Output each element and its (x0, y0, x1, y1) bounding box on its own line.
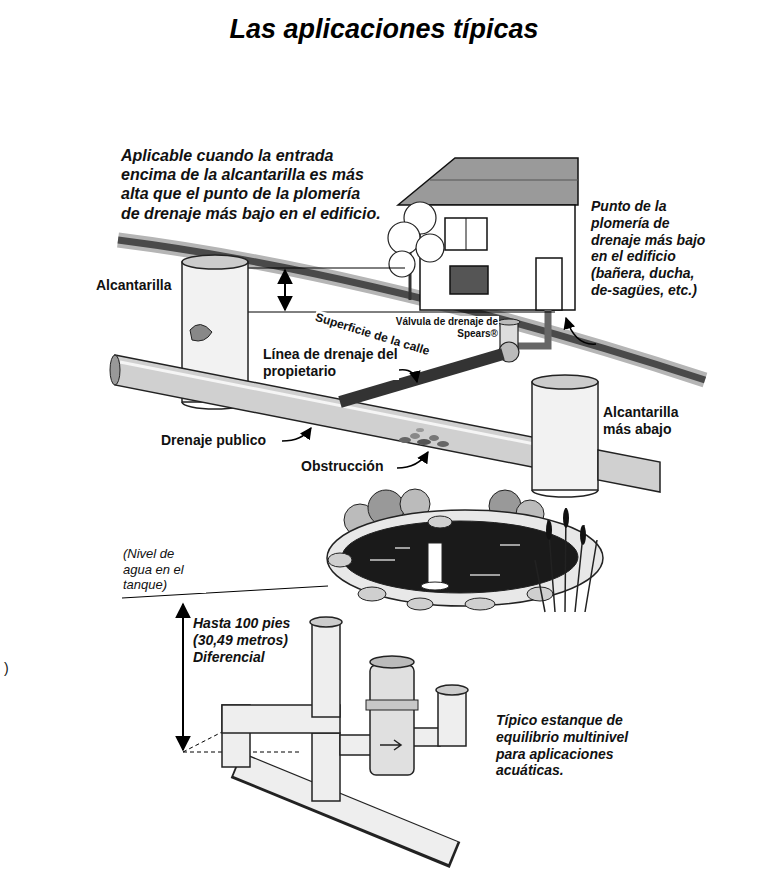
obstruction-debris (399, 437, 411, 443)
rock (358, 587, 386, 601)
waterfall-splash (421, 582, 449, 590)
leader-arrow (566, 318, 596, 344)
manhole-opening (190, 324, 212, 341)
valve-union (366, 700, 418, 710)
cattail-head (546, 520, 552, 540)
rock (407, 598, 433, 610)
page-title: Las aplicaciones típicas (0, 14, 768, 45)
waterfall (428, 543, 442, 583)
house-window (450, 266, 488, 294)
obstruction-debris (429, 435, 439, 441)
standpipe-cap (436, 685, 468, 695)
water-reflection (370, 545, 520, 575)
standpipe (438, 690, 466, 746)
level-line (240, 312, 555, 313)
part-label: Obstrucción (300, 458, 384, 475)
part-label: Alcantarilla (95, 277, 172, 294)
balance-valve (370, 665, 414, 775)
valve-grate (370, 656, 414, 668)
height-arrow (182, 604, 184, 750)
part-label: Drenaje publico (160, 432, 267, 449)
fragment-text: ) (3, 660, 10, 677)
supply-pipe (238, 765, 453, 853)
pond-rim (327, 510, 603, 606)
house-drain-pipe (518, 310, 548, 346)
dimension-label: Hasta 100 pies (30,49 metros) Diferencia… (192, 615, 306, 665)
obstruction-debris (416, 428, 424, 432)
window-frame (466, 218, 467, 250)
tree-foliage (389, 251, 415, 277)
height-arrow (284, 270, 286, 310)
standpipe (312, 622, 340, 717)
pipe (340, 735, 372, 755)
valve-cap (498, 319, 520, 325)
rock (328, 553, 352, 567)
rock (428, 516, 452, 528)
house-roof (398, 158, 578, 205)
manhole-cover (182, 255, 248, 269)
level-line (240, 268, 405, 269)
part-label: Alcantarilla más abajo (602, 404, 699, 438)
pipe (312, 733, 340, 801)
pipe-end (110, 355, 120, 385)
level-label: (Nivel de agua en el tanque) (122, 546, 206, 593)
cattail-head (580, 525, 586, 545)
leader-arrow (399, 370, 417, 382)
leader-arrow (397, 452, 428, 468)
manhole (532, 490, 598, 497)
leader-arrow (282, 428, 311, 441)
caption-text: Típico estanque de equilibrio multinivel… (495, 712, 635, 779)
manhole (532, 382, 598, 490)
public-drain-pipe (598, 450, 660, 492)
tree-foliage (416, 234, 444, 262)
supply-pipe (236, 765, 455, 855)
house-window (445, 218, 487, 250)
rock (465, 598, 495, 610)
manhole-cover (532, 375, 598, 389)
house-door (536, 258, 562, 310)
cattail-stem (535, 508, 597, 612)
obstruction-debris (410, 433, 420, 439)
callout-text: Punto de la plomería de drenaje más bajo… (590, 198, 714, 299)
roof-line (430, 180, 578, 181)
part-label: Línea de drenaje del propietario (262, 346, 399, 380)
standpipe-cap (310, 617, 342, 627)
house-wall (420, 205, 575, 310)
note-text: Aplicable cuando la entrada encima de la… (120, 146, 384, 223)
obstruction-debris (417, 439, 431, 445)
pipe (412, 728, 440, 746)
flow-arrow (380, 740, 401, 750)
tree-foliage (388, 222, 420, 254)
pond-water (342, 521, 578, 593)
obstruction-debris (437, 441, 449, 447)
cattail-head (563, 508, 569, 528)
